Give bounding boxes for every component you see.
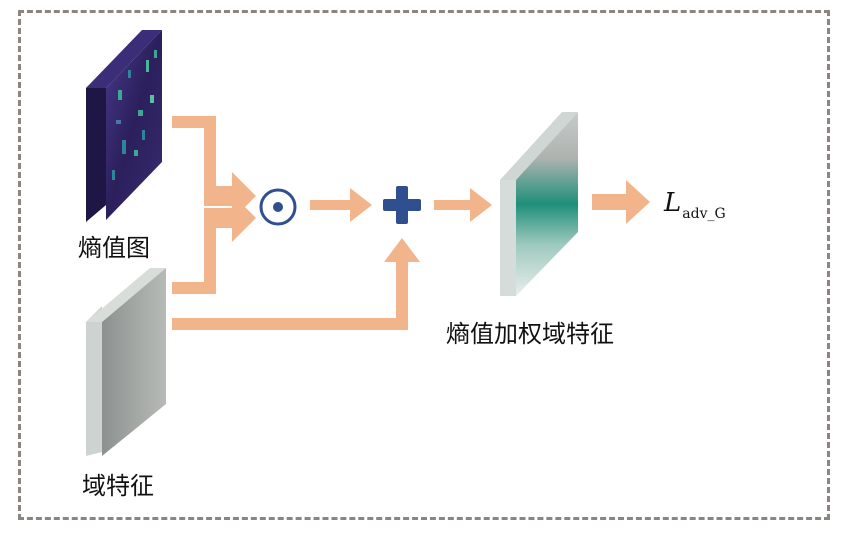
arrow-weighted-to-loss <box>592 180 650 224</box>
elementwise-product-operator <box>259 188 297 226</box>
entropy-map-top <box>86 30 162 88</box>
arrow-entropy-to-product <box>172 116 256 220</box>
domain-feature-slab <box>86 268 166 456</box>
adversarial-loss-label: Ladv_G <box>664 188 726 222</box>
domain-feature-top <box>86 268 166 322</box>
arrow-domain-to-product <box>172 194 256 294</box>
weighted-feature-top <box>500 112 578 180</box>
entropy-map-slab <box>86 30 162 222</box>
weighted-feature-side <box>500 166 516 296</box>
weighted-feature-face <box>516 112 578 296</box>
domain-feature-label: 域特征 <box>82 472 154 500</box>
entropy-map-face <box>106 30 162 220</box>
loss-symbol: L <box>664 188 682 218</box>
entropy-map-side <box>86 70 106 222</box>
addition-operator <box>383 186 421 224</box>
weighted-feature-slab <box>500 112 578 296</box>
entropy-map-label: 熵值图 <box>78 234 150 262</box>
entropy-map-texture <box>112 50 157 180</box>
domain-feature-side <box>86 306 102 456</box>
arrow-plus-to-weighted <box>434 188 492 222</box>
arrow-product-to-plus <box>310 188 372 222</box>
loss-subscript: adv_G <box>682 206 726 222</box>
arrow-domain-to-plus <box>172 238 420 330</box>
weighted-domain-feature-label: 熵值加权域特征 <box>446 320 614 348</box>
arrows <box>172 116 650 330</box>
dashed-frame <box>18 10 830 520</box>
domain-feature-face <box>102 268 166 456</box>
